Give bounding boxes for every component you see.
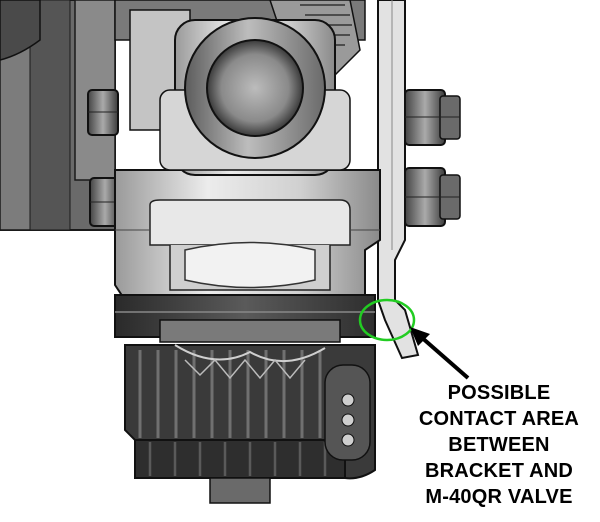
mounting-flange [114, 294, 376, 343]
port-cylinder [184, 17, 326, 159]
callout-line-2: CONTACT AREA [418, 408, 580, 430]
callout-line-4: BRACKET AND [424, 460, 574, 482]
callout-line-5: M-40QR VALVE [425, 486, 573, 508]
callout-line-3: BETWEEN [448, 434, 550, 456]
contact-area-highlight [358, 298, 416, 342]
callout-arrow [410, 327, 470, 380]
left-bolt-upper [87, 89, 119, 136]
right-nut-lower [404, 167, 461, 227]
callout-label: POSSIBLE CONTACT AREA BETWEEN BRACKET AN… [398, 380, 600, 510]
right-nut-upper [404, 89, 461, 146]
exhaust-cover [124, 344, 376, 504]
callout-line-1: POSSIBLE [447, 382, 551, 404]
mounting-bracket [377, 0, 420, 360]
valve-body [114, 169, 381, 301]
